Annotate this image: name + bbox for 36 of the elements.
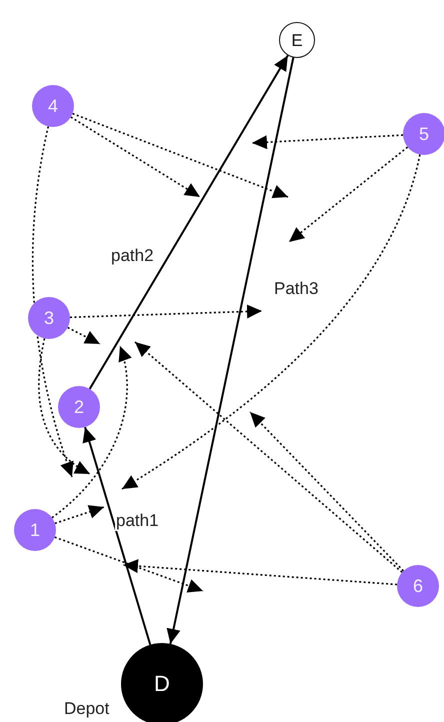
node-circle xyxy=(32,85,74,127)
node-circle xyxy=(58,386,100,428)
dotted-arrow xyxy=(134,341,403,573)
node-label: 3 xyxy=(44,309,54,327)
node-circle xyxy=(28,297,70,339)
node-label: E xyxy=(291,32,303,48)
edge-label: path2 xyxy=(110,247,155,266)
dotted-arrow xyxy=(70,116,200,198)
dotted-arrow xyxy=(38,338,90,475)
node-label: 6 xyxy=(412,577,423,595)
dotted-arrow xyxy=(122,559,398,586)
dotted-arrow xyxy=(252,134,404,150)
node-circle xyxy=(403,113,444,155)
arrow xyxy=(82,426,152,646)
dotted-arrow xyxy=(249,411,404,572)
dotted-arrow xyxy=(54,505,104,524)
dotted-arrow xyxy=(54,536,204,592)
node-circle xyxy=(279,22,315,58)
node-circle xyxy=(397,565,439,607)
edge-label: path1 xyxy=(115,512,160,531)
dotted-arrow xyxy=(288,146,408,243)
dotted-arrow xyxy=(72,112,288,198)
dotted-arrow xyxy=(52,346,131,518)
arrow xyxy=(166,57,294,644)
arrow xyxy=(88,54,289,390)
dotted-arrow xyxy=(122,154,421,490)
dotted-arrow xyxy=(70,304,262,318)
node-label: 2 xyxy=(74,398,84,416)
dotted-arrow xyxy=(32,126,74,478)
node-label: 4 xyxy=(48,97,58,115)
node-label: 5 xyxy=(418,125,429,143)
node-label: D xyxy=(154,673,170,695)
node-caption: Depot xyxy=(64,699,110,719)
dotted-arrow xyxy=(67,326,100,345)
node-circle xyxy=(14,509,56,551)
node-label: 1 xyxy=(30,521,40,539)
